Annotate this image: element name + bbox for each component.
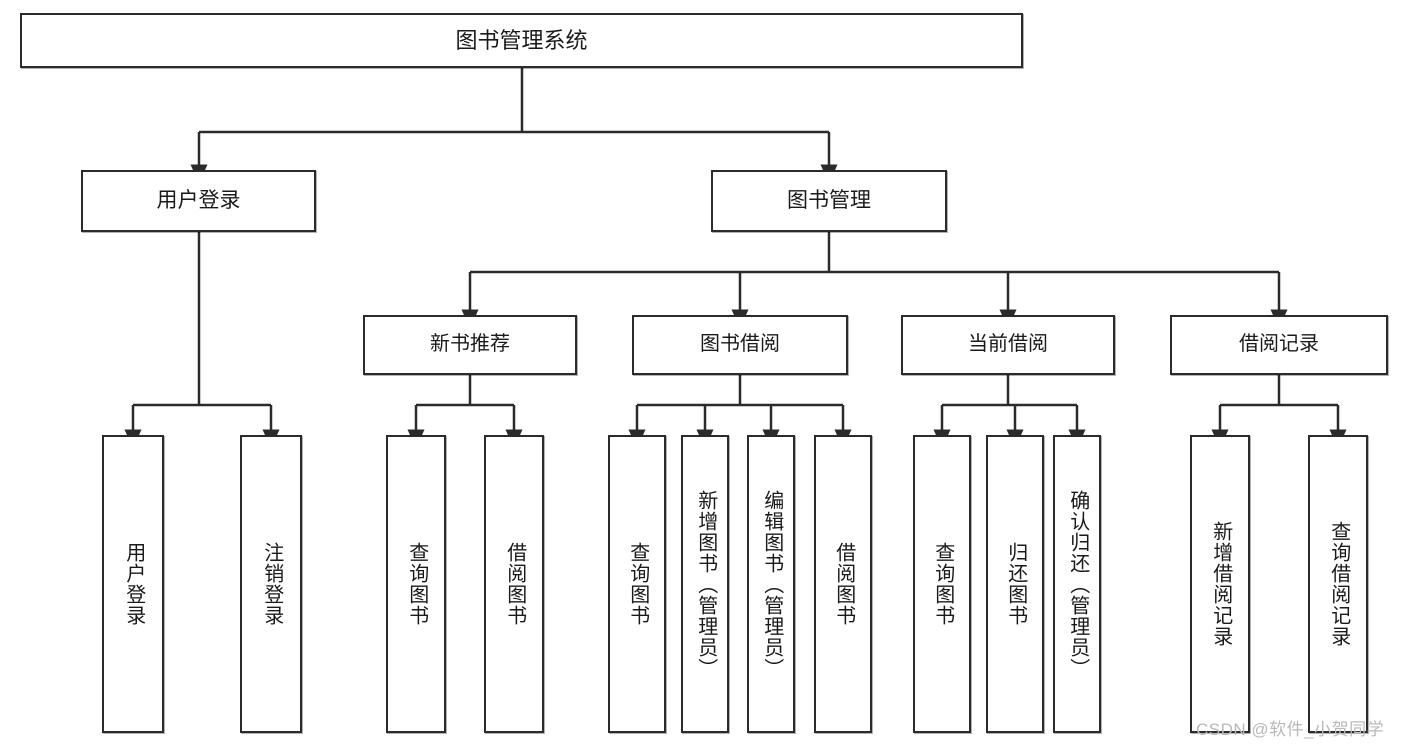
node-user[interactable]: 用户登录 xyxy=(81,170,316,232)
node-label: 新增图书（管理员） xyxy=(694,489,717,679)
node-b3[interactable]: 编辑图书（管理员） xyxy=(747,435,795,733)
node-label: 借阅图书 xyxy=(832,542,855,626)
node-label: 用户登录 xyxy=(156,188,241,212)
node-label: 查询借阅记录 xyxy=(1327,521,1350,647)
node-label: 新书推荐 xyxy=(430,333,510,356)
edge-group xyxy=(124,68,1347,449)
node-label: 归还图书 xyxy=(1004,542,1027,626)
node-records[interactable]: 借阅记录 xyxy=(1170,315,1388,375)
node-current[interactable]: 当前借阅 xyxy=(901,315,1115,375)
node-u2[interactable]: 注销登录 xyxy=(240,435,302,733)
node-n1[interactable]: 查询图书 xyxy=(386,435,446,733)
watermark-label: CSDN @软件_小贺同学 xyxy=(1196,720,1385,739)
node-c2[interactable]: 归还图书 xyxy=(986,435,1044,733)
node-label: 借阅记录 xyxy=(1239,333,1319,356)
node-label: 用户登录 xyxy=(122,542,145,626)
node-borrow[interactable]: 图书借阅 xyxy=(632,315,848,375)
node-label: 图书借阅 xyxy=(700,333,780,356)
node-label: 查询图书 xyxy=(931,542,954,626)
node-label: 确认归还（管理员） xyxy=(1066,489,1089,679)
node-label: 图书管理 xyxy=(787,188,871,212)
node-c3[interactable]: 确认归还（管理员） xyxy=(1053,435,1101,733)
node-label: 注销登录 xyxy=(260,542,283,626)
node-b4[interactable]: 借阅图书 xyxy=(814,435,872,733)
node-r1[interactable]: 新增借阅记录 xyxy=(1190,435,1250,733)
node-b1[interactable]: 查询图书 xyxy=(608,435,666,733)
node-root[interactable]: 图书管理系统 xyxy=(20,13,1023,68)
node-newbook[interactable]: 新书推荐 xyxy=(363,315,577,375)
node-label: 当前借阅 xyxy=(968,333,1048,356)
node-label: 新增借阅记录 xyxy=(1209,521,1232,647)
node-c1[interactable]: 查询图书 xyxy=(913,435,971,733)
node-label: 查询图书 xyxy=(405,542,428,626)
node-r2[interactable]: 查询借阅记录 xyxy=(1308,435,1368,733)
node-label: 编辑图书（管理员） xyxy=(760,489,783,679)
node-u1[interactable]: 用户登录 xyxy=(102,435,164,733)
node-b2[interactable]: 新增图书（管理员） xyxy=(681,435,729,733)
node-bookmgmt[interactable]: 图书管理 xyxy=(711,170,947,232)
node-label: 查询图书 xyxy=(626,542,649,626)
node-label: 图书管理系统 xyxy=(455,27,588,53)
node-n2[interactable]: 借阅图书 xyxy=(484,435,544,733)
node-label: 借阅图书 xyxy=(503,542,526,626)
